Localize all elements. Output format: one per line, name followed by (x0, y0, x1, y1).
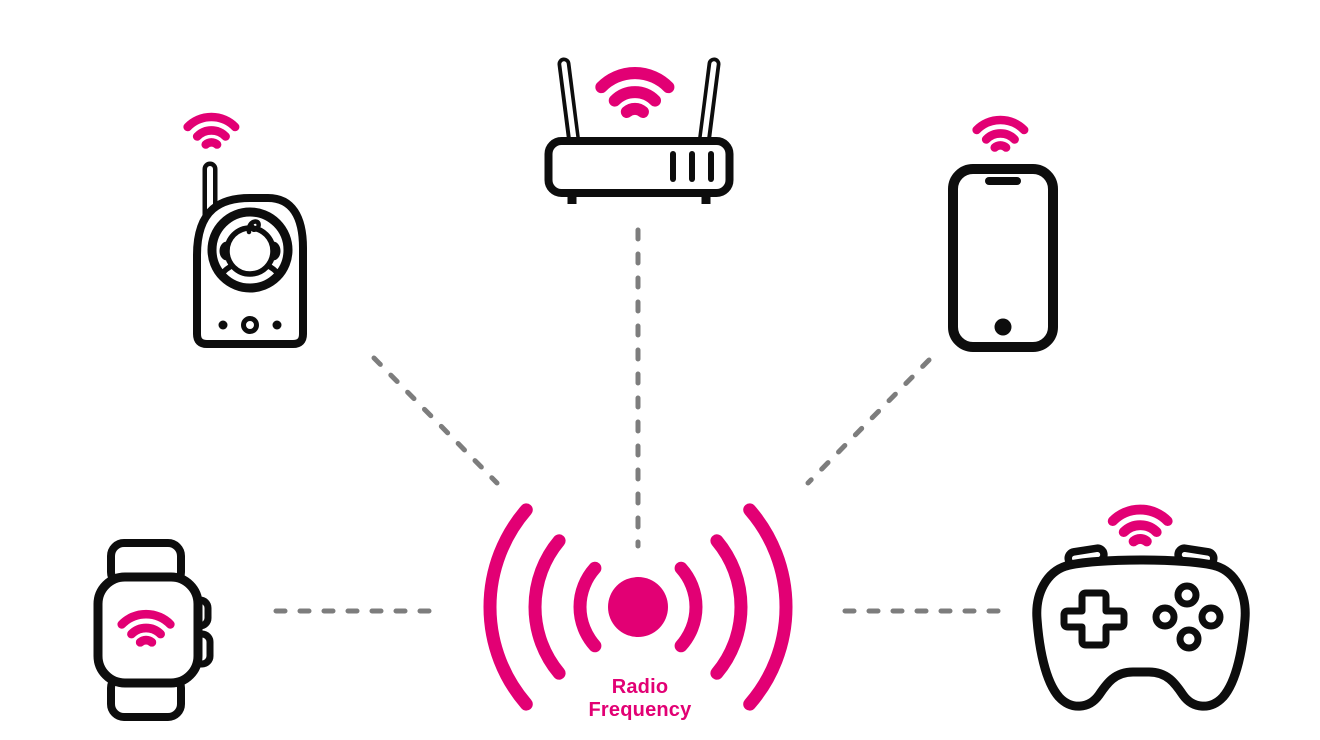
monitor-dot-left (218, 320, 228, 330)
controller-button-right (1198, 604, 1224, 630)
wifi-signal-icon (977, 120, 1025, 148)
wifi-signal-icon (188, 117, 236, 145)
controller-button-left (1152, 604, 1178, 630)
baby-monitor-icon (180, 105, 307, 348)
radio-frequency-label: Radio Frequency (588, 676, 692, 722)
rf-wave-right-2 (710, 534, 748, 680)
game-controller-icon (1032, 495, 1250, 711)
wifi-signal-icon (601, 73, 668, 112)
monitor-dot-center (241, 316, 259, 334)
connector-line-baby-monitor (371, 355, 500, 486)
controller-button-top (1174, 582, 1200, 608)
wifi-signal-icon (1113, 510, 1168, 542)
rf-wave-left-3 (483, 503, 533, 711)
phone-body (948, 164, 1058, 352)
baby-hair-curl (246, 219, 261, 235)
rf-wave-left-1 (573, 561, 602, 653)
controller-button-bottom (1176, 626, 1202, 652)
controller-dpad (1060, 589, 1128, 649)
router-body (544, 137, 734, 197)
wifi-router-icon (544, 57, 734, 204)
smartwatch-icon (93, 539, 214, 721)
smartphone-icon (948, 108, 1058, 352)
baby-head (224, 225, 276, 277)
router-antenna-left-core (561, 61, 577, 144)
rf-wave-left-2 (528, 534, 566, 680)
rf-wave-right-3 (743, 503, 793, 711)
radio-frequency-icon (483, 503, 793, 711)
connector-line-smartphone (805, 357, 932, 486)
rf-wave-right-1 (674, 561, 703, 653)
rf-dot (608, 577, 668, 637)
monitor-dot-right (272, 320, 282, 330)
controller-body (1032, 555, 1250, 711)
router-antenna-right-core (701, 61, 717, 144)
phone-home-button (994, 318, 1012, 336)
